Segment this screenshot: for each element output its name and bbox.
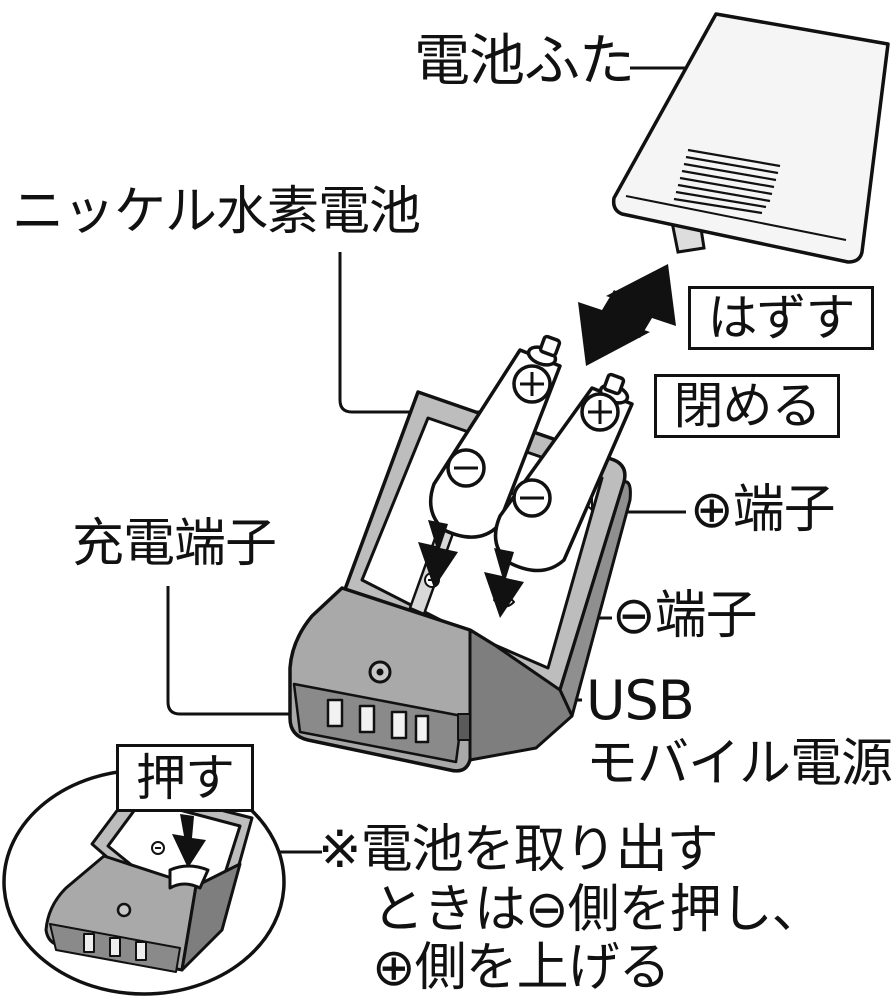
note-line2: ときは⊖側を押し、 xyxy=(372,880,824,940)
usb-label-line1: USB xyxy=(586,669,695,732)
note-line1: ※電池を取り出す xyxy=(318,820,719,880)
note-line3: ⊕側を上げる xyxy=(372,938,671,998)
insert-arrow-right xyxy=(484,548,524,618)
leader-nimh-battery xyxy=(338,252,486,414)
push-label: 押す xyxy=(116,744,254,812)
battery-cover-illustration xyxy=(611,12,890,264)
charge-terminal-label: 充電端子 xyxy=(72,514,277,574)
cover-grip-lines xyxy=(673,148,781,215)
arrow-down-close xyxy=(578,290,650,366)
usb-label-line2: モバイル電源 xyxy=(586,734,893,794)
insert-arrows xyxy=(418,520,524,618)
battery-cover-label: 電池ふた xyxy=(414,29,635,94)
leader-charge-terminal xyxy=(166,586,330,716)
nimh-batteries-illustration xyxy=(428,334,634,573)
removal-inset xyxy=(2,768,286,996)
remove-close-arrows xyxy=(578,264,676,366)
insert-arrow-left xyxy=(418,520,458,588)
inset-push-arrow xyxy=(172,814,206,868)
battery-left xyxy=(428,334,562,539)
minus-terminal-label: ⊖端子 xyxy=(612,586,758,646)
cover-plate xyxy=(611,12,890,264)
plus-terminal-label: ⊕端子 xyxy=(690,480,836,540)
remove-label: はずす xyxy=(688,286,874,350)
close-label: 閉める xyxy=(654,374,840,438)
nimh-battery-label: ニッケル水素電池 xyxy=(12,182,421,242)
